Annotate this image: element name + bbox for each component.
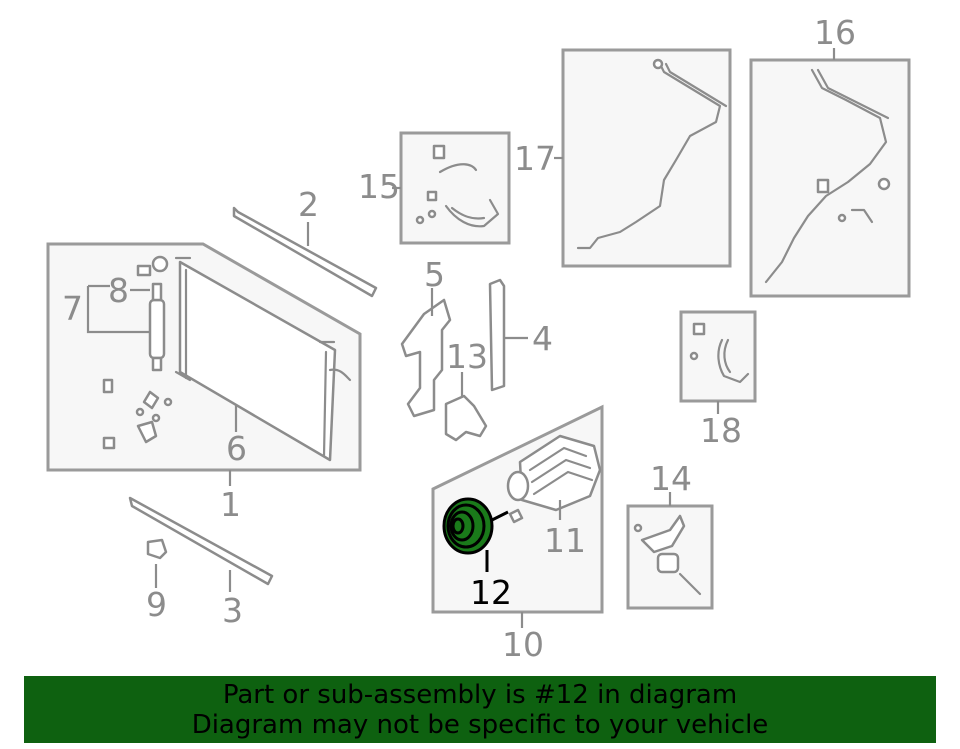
- callout-6[interactable]: 6: [226, 429, 247, 468]
- clutch-pulley-12[interactable]: [442, 497, 509, 572]
- hose-box-15: [399, 131, 511, 245]
- upper-seal-strip-group[interactable]: [232, 206, 378, 298]
- callout-13[interactable]: 13: [446, 337, 488, 376]
- callout-7[interactable]: 7: [62, 289, 83, 328]
- callout-11[interactable]: 11: [544, 521, 586, 560]
- callout-18[interactable]: 18: [700, 411, 742, 450]
- air-guide-group-5[interactable]: [400, 288, 452, 418]
- callout-4[interactable]: 4: [532, 319, 553, 358]
- callout-2[interactable]: 2: [298, 185, 319, 224]
- bracket-group-14[interactable]: [626, 492, 714, 610]
- hose-group-18[interactable]: [679, 310, 757, 414]
- pipe-16: [764, 68, 888, 284]
- lower-seal-strip-group[interactable]: [128, 496, 274, 592]
- pipe-group-16[interactable]: [749, 48, 911, 298]
- condenser-assembly-group[interactable]: [46, 242, 362, 486]
- callout-15[interactable]: 15: [358, 167, 400, 206]
- compressor-group-10[interactable]: [431, 404, 604, 628]
- callout-3[interactable]: 3: [222, 591, 243, 630]
- hose-group-15[interactable]: [392, 131, 511, 245]
- bracket-9: [146, 538, 168, 560]
- callout-16[interactable]: 16: [814, 13, 856, 52]
- air-guide-5: [400, 298, 452, 418]
- callout-8[interactable]: 8: [108, 271, 129, 310]
- pipe-group-17[interactable]: [554, 48, 732, 268]
- info-banner: Part or sub-assembly is #12 in diagram D…: [24, 676, 936, 743]
- callout-17[interactable]: 17: [514, 139, 556, 178]
- pipe-17: [576, 62, 722, 250]
- compressor-11: [506, 434, 602, 524]
- upper-seal-strip: [232, 206, 378, 298]
- lower-seal-strip: [128, 496, 274, 586]
- bracket-13: [444, 394, 488, 442]
- callout-14[interactable]: 14: [650, 459, 692, 498]
- callout-5[interactable]: 5: [424, 255, 445, 294]
- banner-line-1: Part or sub-assembly is #12 in diagram: [222, 680, 738, 710]
- callout-10[interactable]: 10: [502, 625, 544, 664]
- cap-part-8: [151, 255, 169, 273]
- callout-9[interactable]: 9: [146, 585, 167, 624]
- callout-12[interactable]: 12: [470, 573, 512, 612]
- banner-line-2: Diagram may not be specific to your vehi…: [191, 710, 769, 740]
- bracket-group-13[interactable]: [444, 372, 488, 442]
- side-seal-4: [488, 278, 506, 392]
- bracket-group-9[interactable]: [146, 538, 168, 588]
- condenser-core: [178, 260, 337, 462]
- receiver-drier: [148, 298, 166, 360]
- pipe-box-17: [561, 48, 732, 268]
- callout-1[interactable]: 1: [220, 485, 241, 524]
- side-seal-group-4[interactable]: [488, 278, 528, 392]
